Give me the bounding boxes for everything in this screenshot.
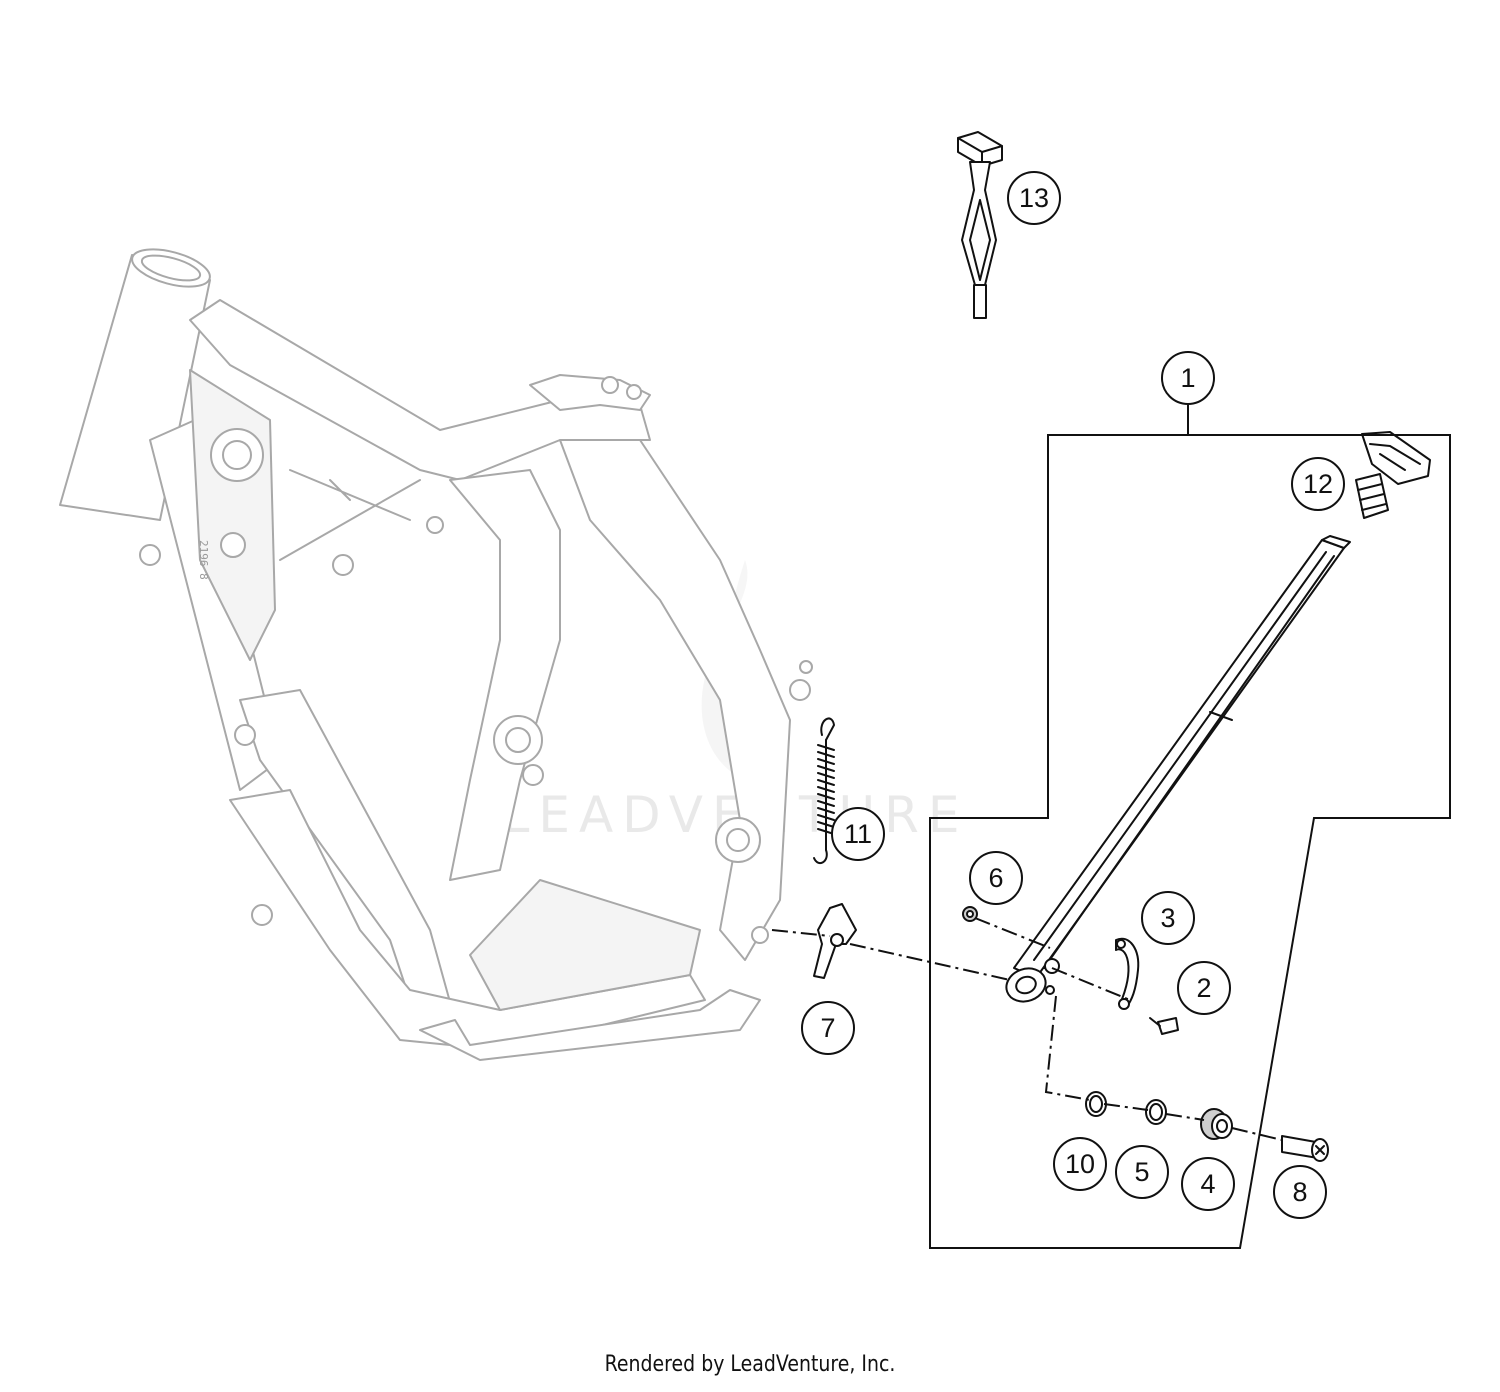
callout-7[interactable]: 7	[801, 1001, 855, 1055]
spring-hook-tool-part	[957, 131, 1003, 319]
upper-main-tube	[189, 299, 651, 481]
callout-label: 4	[1200, 1169, 1215, 1199]
callout-12[interactable]: 12	[1291, 457, 1345, 511]
callout-2[interactable]: 2	[1177, 961, 1231, 1015]
side-stand-leg-part	[1005, 535, 1351, 1003]
frame-stamp: 2196 8	[197, 540, 210, 580]
callout-3[interactable]: 3	[1141, 891, 1195, 945]
callout-label: 2	[1196, 973, 1211, 1003]
callout-label: 6	[988, 863, 1003, 893]
callout-label: 8	[1292, 1177, 1307, 1207]
callout-label: 7	[820, 1013, 835, 1043]
motorcycle-frame: 2196 8	[59, 248, 813, 1061]
callout-label: 3	[1160, 903, 1175, 933]
callout-10[interactable]: 10	[1053, 1137, 1107, 1191]
callout-11[interactable]: 11	[831, 807, 885, 861]
callout-4[interactable]: 4	[1181, 1157, 1235, 1211]
small-nut-part	[962, 906, 978, 922]
washer-part	[1145, 1099, 1167, 1125]
stand-foot-pad-part	[1355, 431, 1431, 519]
callout-5[interactable]: 5	[1115, 1145, 1169, 1199]
callout-label: 12	[1303, 469, 1333, 499]
footer-credit: Rendered by LeadVenture, Inc.	[604, 1352, 896, 1377]
callout-8[interactable]: 8	[1273, 1165, 1327, 1219]
bushing-part	[1200, 1108, 1233, 1140]
callout-label: 10	[1065, 1149, 1095, 1179]
callout-label: 1	[1180, 363, 1195, 393]
callout-label: 5	[1134, 1157, 1149, 1187]
stand-bracket-part	[1115, 937, 1140, 1010]
callout-label: 11	[844, 819, 872, 849]
return-spring-part	[813, 717, 835, 865]
callout-13[interactable]: 13	[1007, 171, 1061, 225]
callout-label: 13	[1019, 183, 1049, 213]
stand-bracket-screw-part	[1149, 1017, 1179, 1035]
assembly-1-group-outline	[929, 404, 1451, 1249]
mounting-plate-part	[813, 903, 857, 979]
callout-6[interactable]: 6	[969, 851, 1023, 905]
o-ring-part	[1085, 1091, 1107, 1117]
callout-1[interactable]: 1	[1161, 351, 1215, 405]
pivot-bolt-part	[1281, 1135, 1329, 1162]
